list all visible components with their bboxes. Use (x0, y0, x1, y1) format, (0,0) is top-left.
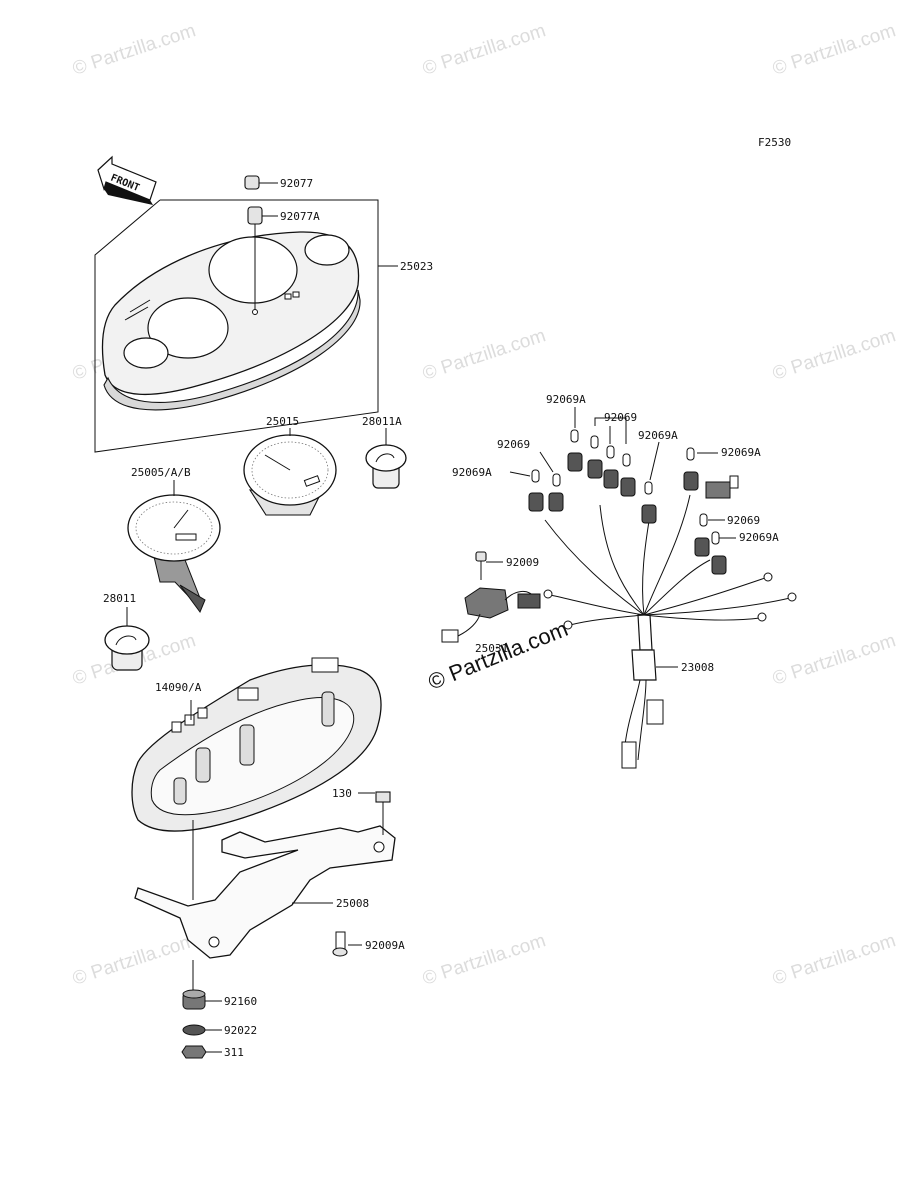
callout-92160: 92160 (224, 995, 257, 1008)
watermark: © Partzilla.com (770, 630, 898, 690)
callout-25031: 25031 (475, 642, 508, 655)
watermark: © Partzilla.com (420, 20, 548, 80)
callout-28011a: 28011A (362, 415, 402, 428)
callout-25008: 25008 (336, 897, 369, 910)
callout-23008: 23008 (681, 661, 714, 674)
callout-92069a: 92069A (546, 393, 586, 406)
socket-28011a (365, 428, 407, 489)
callout-25015: 25015 (266, 415, 299, 428)
callout-92069: 92069 (727, 514, 760, 527)
callout-92077: 92077 (280, 177, 313, 190)
watermark: © Partzilla.com (770, 930, 898, 990)
meter-case-14090 (131, 657, 382, 900)
callout-92069a: 92069A (452, 466, 492, 479)
callout-92009: 92009 (506, 556, 539, 569)
callout-25023: 25023 (400, 260, 433, 273)
callout-92069: 92069 (497, 438, 530, 451)
tachometer-25015 (243, 428, 337, 516)
figure-code: F2530 (758, 136, 791, 149)
callout-14090: 14090/A (155, 681, 202, 694)
nut-311 (181, 1045, 222, 1059)
unit-25031 (441, 551, 541, 643)
callout-92009a: 92009A (365, 939, 405, 952)
watermark: © Partzilla.com (420, 325, 548, 385)
socket-28011 (104, 607, 150, 671)
callout-92069a: 92069A (721, 446, 761, 459)
callout-92022: 92022 (224, 1024, 257, 1037)
grommet-92160 (182, 960, 222, 1010)
knob-92077 (244, 175, 278, 190)
callout-92069a: 92069A (739, 531, 779, 544)
knob-92077a (247, 206, 278, 315)
callout-labels: 92077 92077A 25023 25015 28011A 25005/A/… (103, 177, 779, 1059)
washer-92022 (182, 1024, 222, 1036)
watermark: © Partzilla.com (70, 20, 198, 80)
bolt-130 (358, 791, 391, 835)
meter-cover-assembly (94, 199, 379, 453)
screw-92009a (332, 931, 362, 957)
speedometer-25005 (127, 480, 221, 614)
front-arrow-icon: FRONT (97, 155, 157, 205)
watermark: © Partzilla.com (70, 930, 198, 990)
callout-28011: 28011 (103, 592, 136, 605)
callout-311: 311 (224, 1046, 244, 1059)
callout-25005: 25005/A/B (131, 466, 191, 479)
wiring-harness-23008 (509, 407, 797, 769)
callout-130: 130 (332, 787, 352, 800)
watermark: © Partzilla.com (770, 20, 898, 80)
bracket-25008 (134, 825, 396, 959)
watermark: © Partzilla.com (770, 325, 898, 385)
callout-92069a: 92069A (638, 429, 678, 442)
center-watermark: © Partzilla.com (425, 616, 572, 695)
watermark: © Partzilla.com (420, 930, 548, 990)
callout-92069: 92069 (604, 411, 637, 424)
callout-92077a: 92077A (280, 210, 320, 223)
